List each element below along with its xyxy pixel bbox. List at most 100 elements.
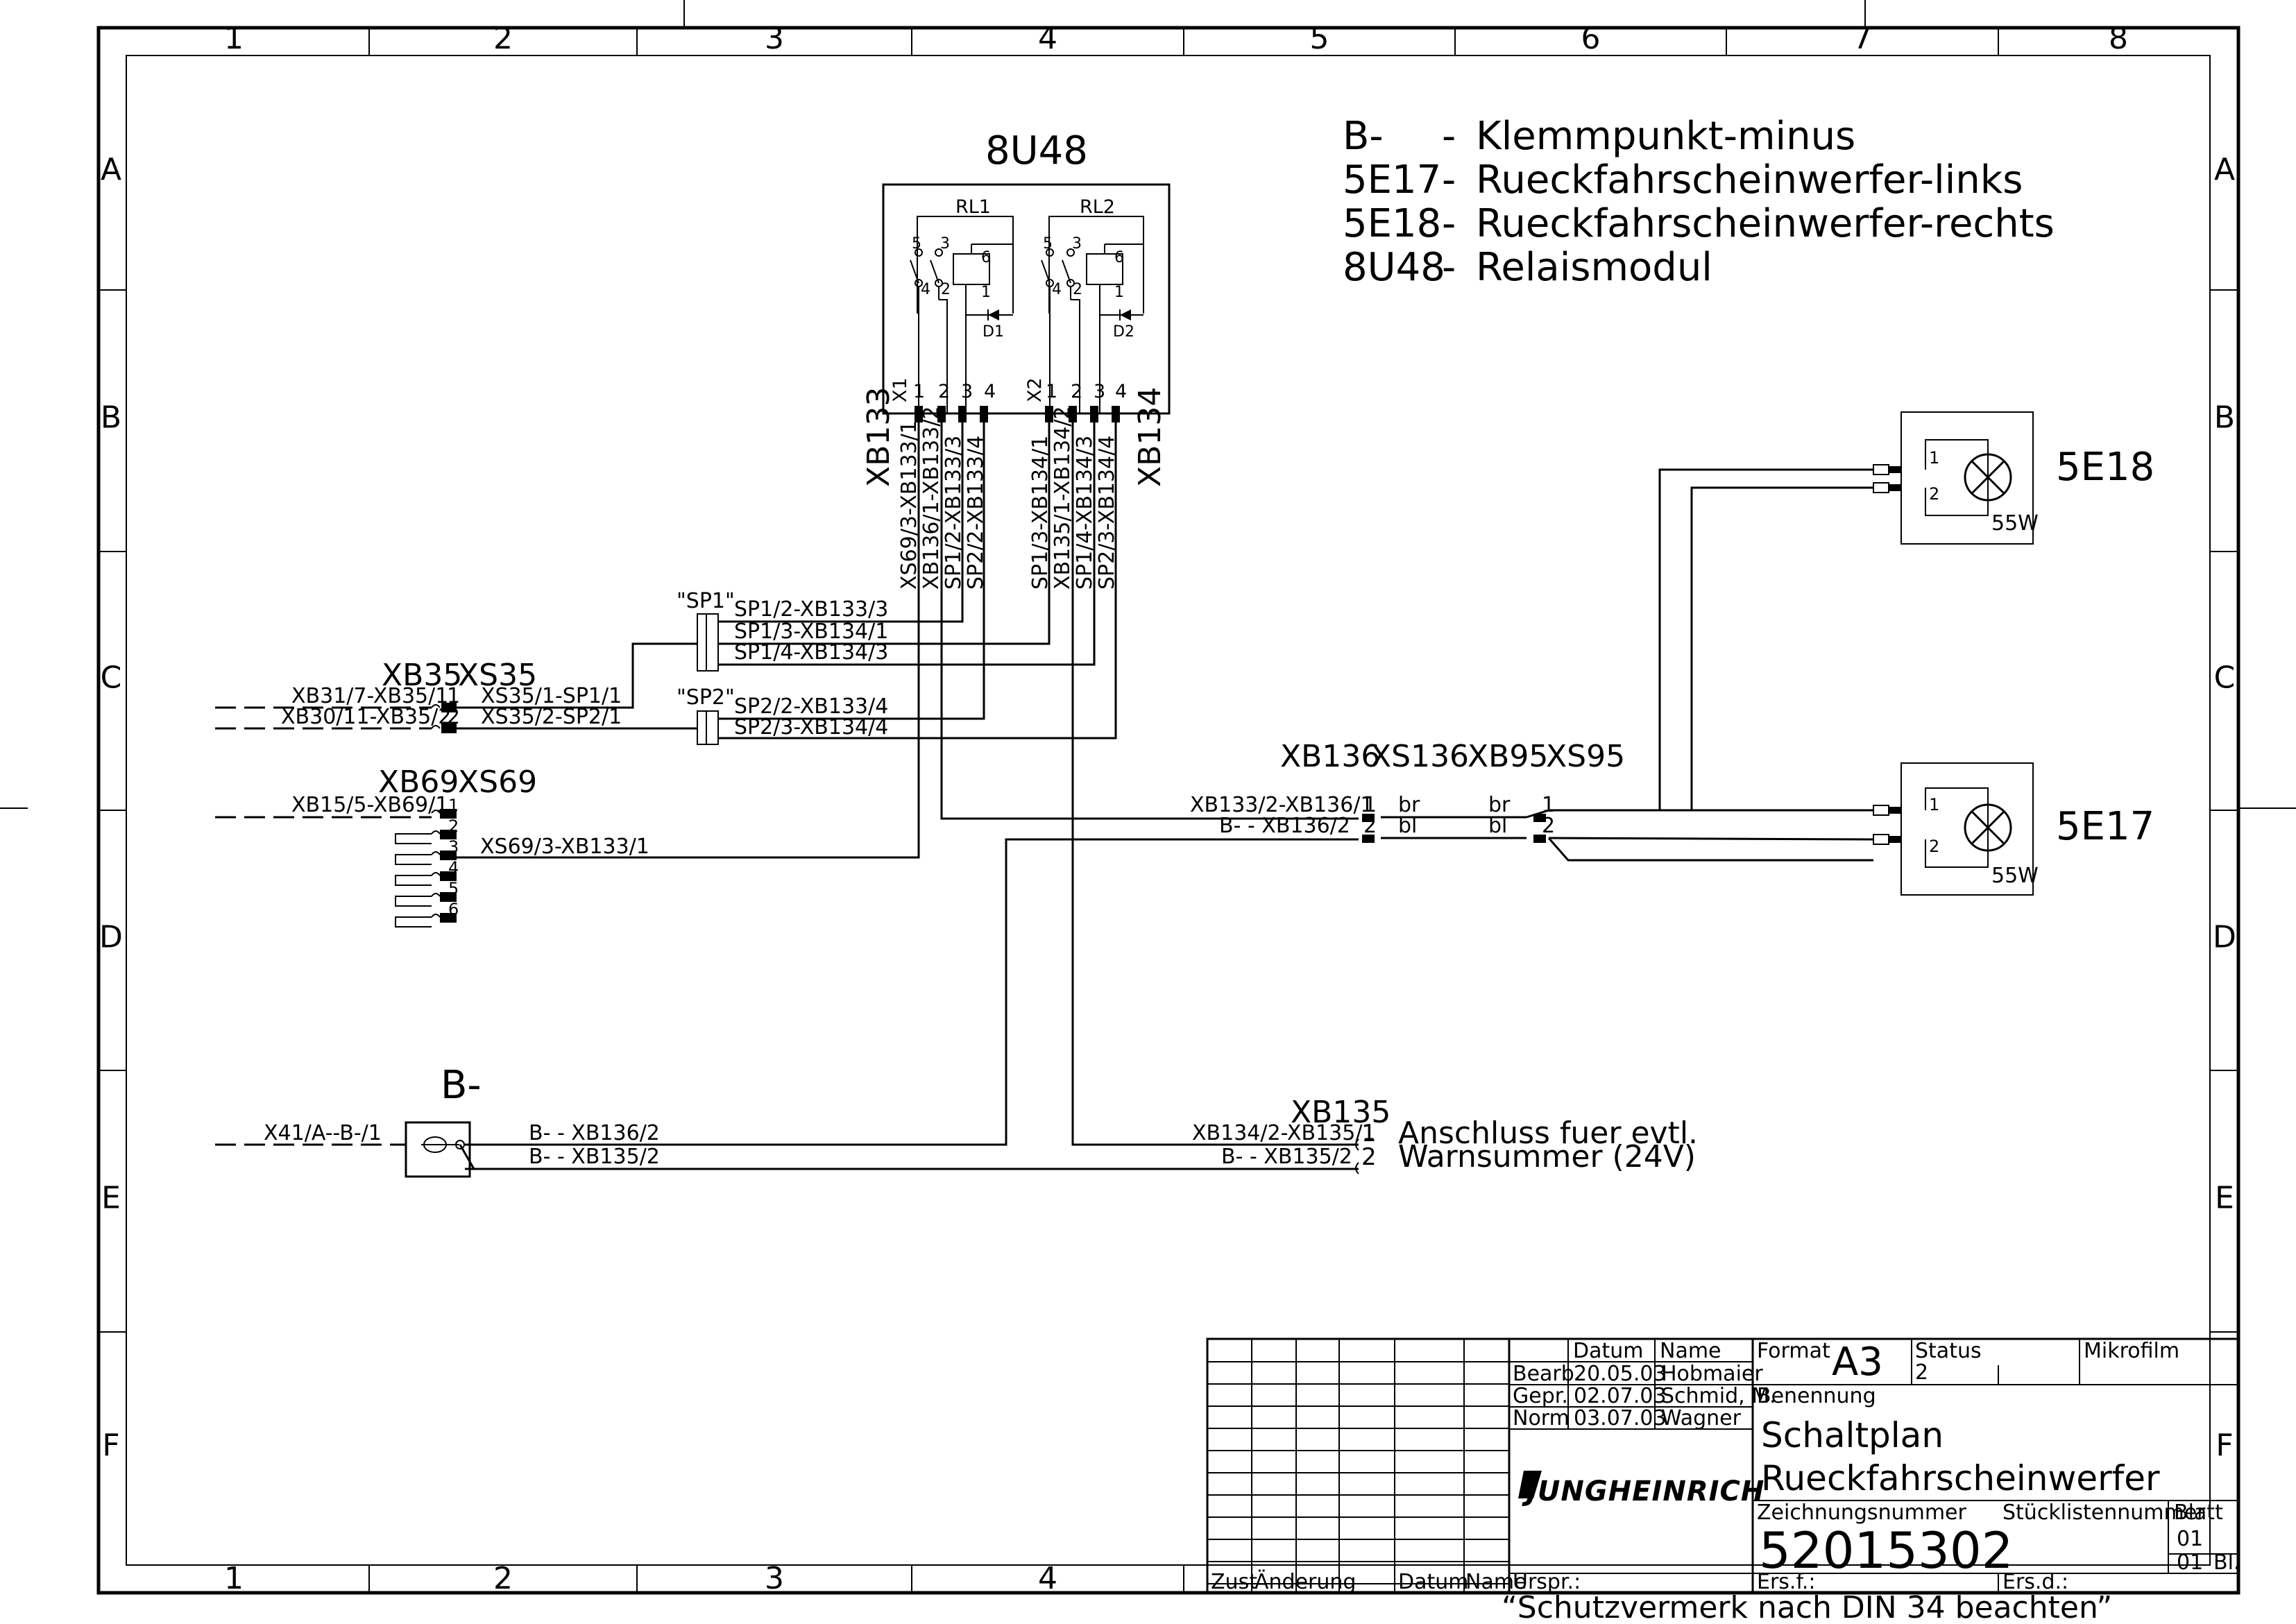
- rl1-contact-3: 3: [940, 235, 950, 253]
- xs69-label: XS69: [458, 764, 537, 800]
- xb69-in-1: XB15/5-XB69/1: [291, 793, 448, 817]
- sp1-wire-2: SP1/2-XB133/3: [734, 597, 888, 622]
- x1-pin-4: 4: [984, 381, 996, 402]
- relay-module-8u48: 8U48 RL1 RL2 D1 5 3 4 2 6: [861, 128, 1171, 590]
- connector-xb69: XB69 XS69 XB15/5-XB69/1 XS69/3-XB133/1 1…: [291, 764, 649, 928]
- x1-pin-3: 3: [961, 381, 973, 402]
- xb136-wire-2: B- - XB136/2: [1219, 814, 1350, 838]
- xb135-wire-1: XB134/2-XB135/1: [1192, 1121, 1376, 1145]
- xb95-color-2: bl: [1488, 814, 1507, 838]
- rl2-coil-1: 1: [1114, 284, 1124, 301]
- xb69-pin-contact: [440, 809, 457, 819]
- tb-norm-label: Norm: [1513, 1406, 1570, 1430]
- rl1-coil-6: 6: [981, 249, 991, 266]
- column-label-top: 2: [493, 21, 513, 56]
- xb69-pin-number: 2: [448, 817, 459, 836]
- legend-sep-1: -: [1442, 157, 1456, 203]
- splice-sp2: "SP2" SP2/2-XB133/4 SP2/3-XB134/4: [677, 685, 888, 745]
- relay1-label: RL1: [955, 196, 991, 218]
- xs95-label: XS95: [1546, 739, 1625, 774]
- rl1-contact-2: 2: [941, 281, 951, 298]
- connector-xb35: XB35 XS35 XB31/7-XB35/1 XB30/11-XB35/2 1…: [281, 658, 622, 733]
- sp2-wire-2: SP2/2-XB133/4: [734, 694, 888, 719]
- xb136-color-2: bl: [1398, 814, 1417, 838]
- tb-norm-name: Wagner: [1661, 1406, 1742, 1430]
- column-label-top: 8: [2109, 21, 2128, 56]
- xb135-pin-1: 1: [1361, 1120, 1377, 1147]
- tb-name-header: Name: [1660, 1339, 1721, 1363]
- tb-norm-date: 03.07.03: [1574, 1406, 1667, 1430]
- tb-blatt-number: 01: [2177, 1527, 2203, 1551]
- xb134-label: XB134: [1132, 387, 1168, 487]
- rl2-contact-3: 3: [1072, 235, 1082, 253]
- row-label-right: E: [2215, 1181, 2234, 1216]
- xs136-label: XS136: [1370, 739, 1469, 774]
- ground-out-2: B- - XB135/2: [529, 1145, 660, 1169]
- column-label-top: 3: [765, 21, 784, 56]
- column-label-top: 6: [1581, 21, 1601, 56]
- xb69-pin-number: 6: [448, 900, 459, 919]
- xb69-pin-contact: [440, 830, 457, 839]
- tb-bl-label: Bl.: [2213, 1550, 2240, 1575]
- x1-pin-1: 1: [913, 381, 925, 402]
- legend-desc-1: Rueckfahrscheinwerfer-links: [1476, 157, 2023, 203]
- column-label-bottom: 3: [765, 1561, 784, 1596]
- tb-format-label: Format: [1757, 1339, 1830, 1363]
- rl2-contact-5: 5: [1043, 235, 1053, 253]
- column-label-top: 7: [1853, 21, 1872, 56]
- lamp-5e17: 1 2 55W 5E17: [1873, 762, 2154, 896]
- column-label-top: 4: [1038, 21, 1057, 56]
- sp1-wire-3: SP1/3-XB134/1: [734, 619, 888, 644]
- x2-label: X2: [1024, 377, 1046, 402]
- legend-sep-3: -: [1442, 245, 1456, 290]
- xb69-pin-number: 1: [448, 796, 459, 815]
- xs35-label: XS35: [458, 658, 537, 693]
- diode2-label: D2: [1113, 323, 1134, 341]
- ground-label: B-: [441, 1063, 482, 1108]
- tb-title-line-2: Rueckfahrscheinwerfer: [1761, 1458, 2160, 1498]
- legend-desc-2: Rueckfahrscheinwerfer-rechts: [1476, 201, 2055, 246]
- xs35-out-2: XS35/2-SP2/1: [481, 705, 622, 729]
- tb-name-rev: Name: [1465, 1570, 1527, 1594]
- relay-module-label: 8U48: [985, 128, 1088, 173]
- xb35-in-2: XB30/11-XB35/2: [281, 705, 451, 729]
- company-logo: JUNGHEINRICH: [1518, 1471, 1764, 1507]
- xb35-pin-1: 1: [447, 684, 460, 708]
- legend-desc-3: Relaismodul: [1476, 245, 1712, 290]
- xb136-color-1: br: [1398, 793, 1420, 817]
- column-label-top: 5: [1310, 21, 1329, 56]
- legend-code-2: 5E18: [1343, 201, 1441, 246]
- ground-out-1: B- - XB136/2: [529, 1121, 660, 1145]
- ground-in-wire: X41/A--B-/1: [264, 1121, 382, 1145]
- splice-sp1: "SP1" SP1/2-XB133/3 SP1/3-XB134/1 SP1/4-…: [677, 589, 888, 672]
- tb-bearb-name: Hobmaier: [1661, 1362, 1763, 1386]
- row-label-right: F: [2216, 1428, 2233, 1463]
- lamp-5e17-label: 5E17: [2056, 804, 2154, 849]
- x1-pin-2: 2: [938, 381, 950, 402]
- xb136-label: XB136: [1280, 739, 1380, 774]
- xb69-pin-number: 4: [448, 858, 459, 878]
- xb133-connector: [915, 406, 988, 422]
- column-label-bottom: 4: [1038, 1561, 1057, 1596]
- column-label-top: 1: [224, 21, 244, 56]
- tb-format: A3: [1832, 1340, 1883, 1385]
- row-label-left: B: [101, 400, 121, 436]
- row-label-left: F: [102, 1428, 119, 1463]
- tb-stueckl-label: Stücklistennummer: [2002, 1501, 2206, 1525]
- legend-desc-0: Klemmpunkt-minus: [1476, 114, 1855, 159]
- column-label-bottom: 2: [493, 1561, 513, 1596]
- tb-blatt-label: Blatt: [2174, 1501, 2223, 1525]
- sp2-wire-3: SP2/3-XB134/4: [734, 715, 888, 740]
- xb95-label: XB95: [1468, 739, 1548, 774]
- x2-pin-2: 2: [1071, 381, 1082, 402]
- xs95-pin-1: 1: [1542, 793, 1555, 817]
- tb-bearb-date: 20.05.03: [1574, 1362, 1667, 1386]
- row-label-left: E: [101, 1181, 121, 1216]
- row-label-left: C: [101, 660, 122, 696]
- lamp-5e18-pin-1: 1: [1929, 448, 1939, 468]
- row-label-left: D: [99, 920, 123, 955]
- tb-status: 2: [1915, 1360, 1928, 1385]
- xb69-pin-number: 3: [448, 837, 459, 857]
